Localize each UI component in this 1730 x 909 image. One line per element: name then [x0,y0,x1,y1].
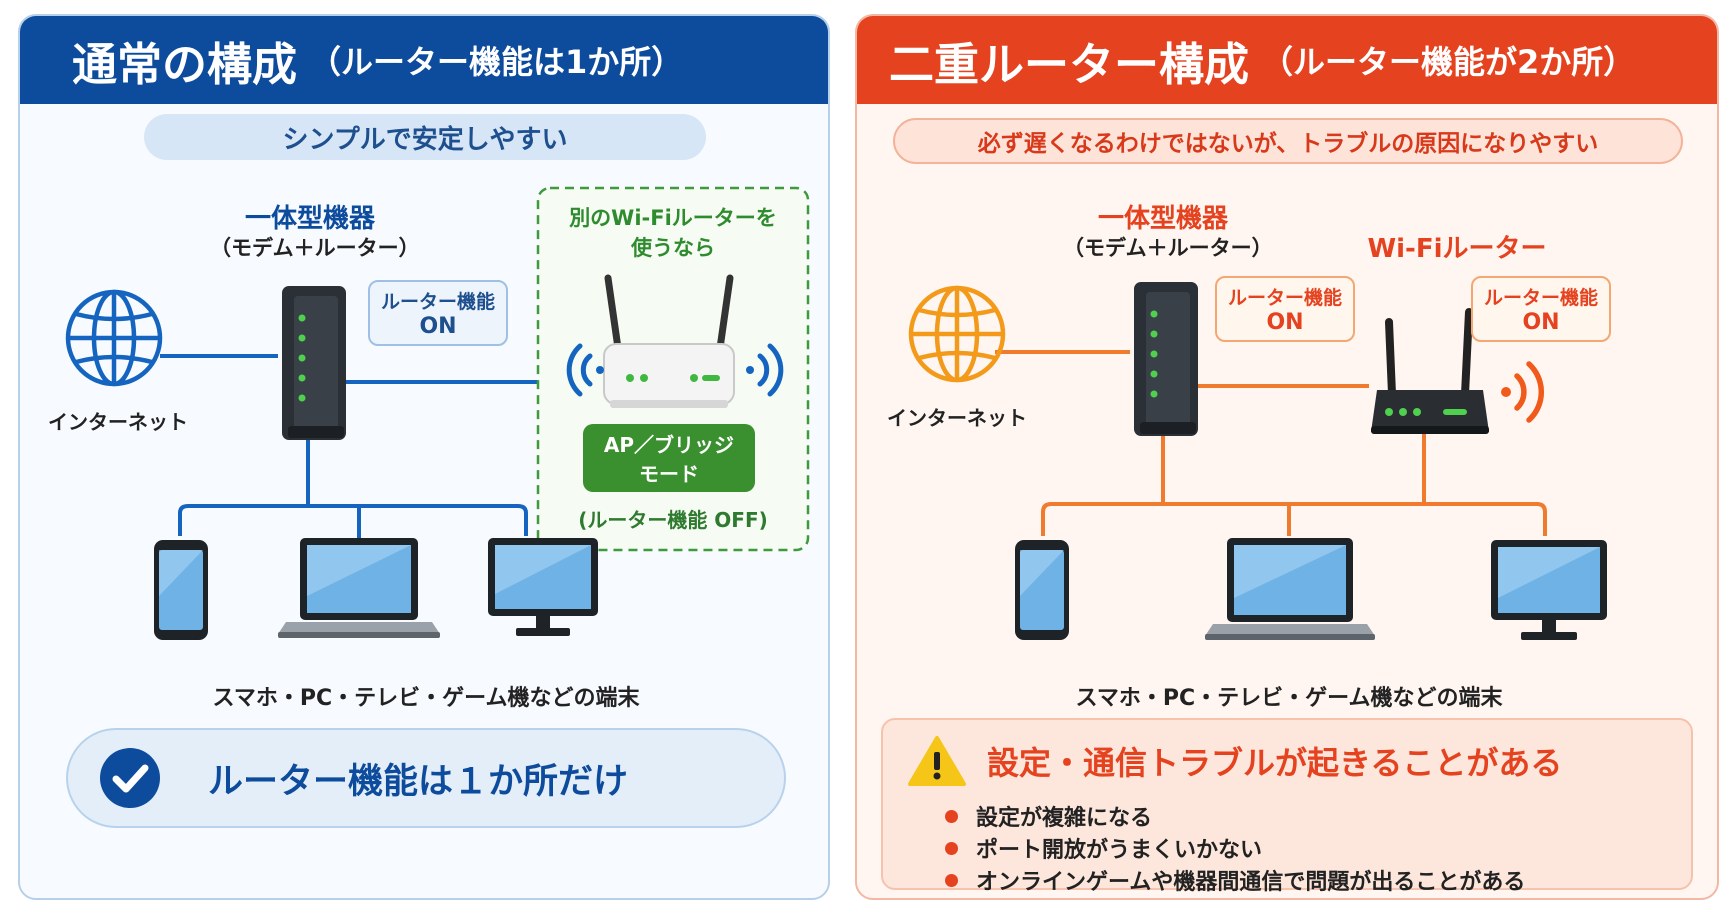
double-router-title: 二重ルーター構成 [889,37,1250,91]
normal-device-sublabel: （モデム＋ルーター） [210,236,420,260]
double-router-badge-2-line1: ルーター機能 [1483,287,1598,309]
double-warning-title: 設定・通信トラブルが起きることがある [987,744,1563,782]
double-router-badge-1-line2: ON [1266,310,1304,335]
normal-router-badge-line2: ON [419,314,457,339]
double-router-badge-2-line2: ON [1522,310,1560,335]
double-connection-lines [995,350,1547,536]
smartphone-icon [1015,540,1069,640]
warning-bullet-3-text: オンラインゲームや機器間通信で問題が出ることがある [976,870,1526,895]
modem-router-icon [282,286,346,440]
double-router-badge-1: ルーター機能 ON [1215,276,1355,342]
ap-mode-line1: AP／ブリッジ [603,433,735,457]
double-router-subtitle: （ルーター機能が2か所） [1261,43,1636,81]
normal-config-panel: 通常の構成 （ルーター機能は1か所） シンプルで安定しやすい [18,14,830,900]
ap-mode-note: (ルーター機能 OFF) [578,508,768,532]
normal-router-badge-line1: ルーター機能 [380,291,495,313]
wifi-router-icon [603,274,735,408]
normal-internet-label: インターネット [48,410,188,434]
ap-bridge-mode-badge: AP／ブリッジ モード [583,424,755,492]
double-router-badge-2: ルーター機能 ON [1471,276,1611,342]
double-internet-label: インターネット [887,406,1027,430]
warning-bullet-1-text: 設定が複雑になる [976,806,1153,831]
optional-router-label-line1: 別のWi-Fiルーターを [569,206,777,230]
laptop-icon [278,538,440,638]
double-router-header: 二重ルーター構成 （ルーター機能が2か所） [857,16,1717,104]
normal-summary-box: ルーター機能は１か所だけ [66,728,786,828]
warning-bullet-3: オンラインゲームや機器間通信で問題が出ることがある [945,864,1525,896]
warning-bullet-1: 設定が複雑になる [945,800,1152,832]
wifi-router-label: Wi-Fiルーター [1367,234,1547,264]
wifi-signal-icon [1501,361,1544,423]
wifi-router-icon [1371,308,1489,434]
check-icon [100,748,160,808]
warning-icon [908,736,966,786]
warning-bullet-2: ポート開放がうまくいかない [945,832,1262,864]
optional-router-label-line2: 使うなら [631,236,715,260]
laptop-icon [1205,538,1375,640]
monitor-icon [1491,540,1607,640]
normal-devices-caption: スマホ・PC・テレビ・ゲーム機などの端末 [212,686,640,711]
normal-device-label: 一体型機器 [244,204,375,234]
double-router-tagline: 必ず遅くなるわけではないが、トラブルの原因になりやすい [893,118,1683,164]
normal-config-title: 通常の構成 [72,37,298,91]
double-warning-box: 設定・通信トラブルが起きることがある 設定が複雑になる ポート開放がうまくいかな… [881,718,1693,895]
normal-router-badge: ルーター機能 ON [368,280,508,346]
ap-mode-line2: モード [639,462,699,486]
double-device-sublabel: （モデム＋ルーター） [1063,236,1273,260]
normal-config-tagline: シンプルで安定しやすい [144,114,706,160]
double-router-panel: 二重ルーター構成 （ルーター機能が2か所） 必ず遅くなるわけではないが、トラブル… [855,14,1719,900]
normal-connection-lines [160,354,550,538]
smartphone-icon [154,540,208,640]
wifi-signal-icon [566,343,784,397]
double-device-label: 一体型機器 [1097,204,1228,234]
double-devices-caption: スマホ・PC・テレビ・ゲーム機などの端末 [1075,686,1503,711]
globe-icon [908,285,1006,383]
normal-summary-text: ルーター機能は１か所だけ [208,761,629,802]
modem-router-icon [1134,282,1198,436]
warning-bullet-2-text: ポート開放がうまくいかない [976,838,1263,863]
globe-icon [65,289,163,387]
normal-config-header: 通常の構成 （ルーター機能は1か所） [20,16,828,104]
double-network-diagram [908,282,1607,640]
double-router-badge-1-line1: ルーター機能 [1227,287,1342,309]
normal-config-subtitle: （ルーター機能は1か所） [309,43,684,81]
monitor-icon [488,538,598,636]
